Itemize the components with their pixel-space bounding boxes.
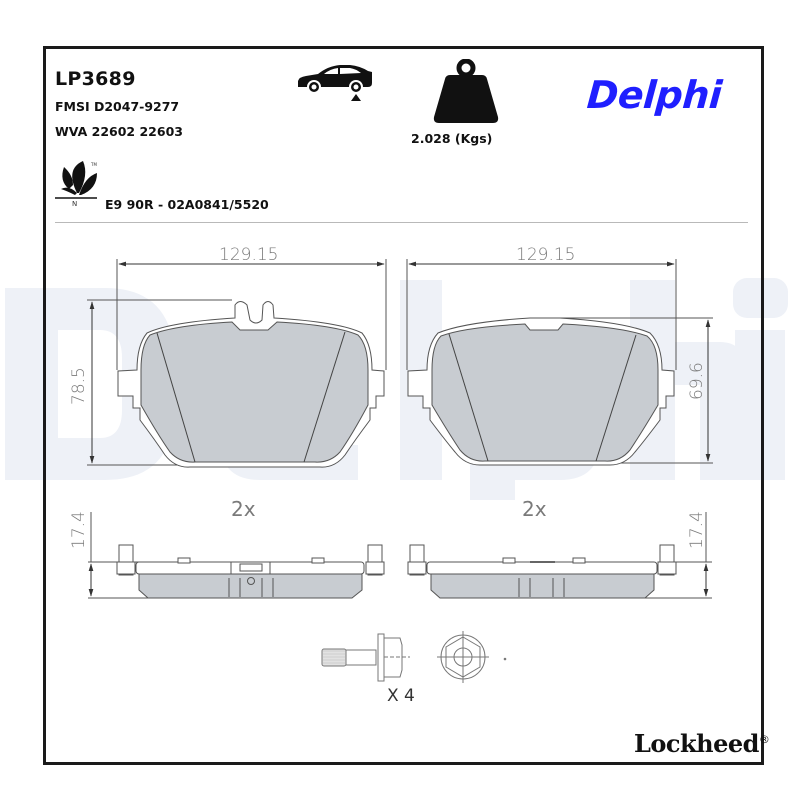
spec-sheet-frame: LP3689 FMSI D2047-9277 WVA 22602 22603 2… — [43, 46, 770, 765]
fmsi-reference: FMSI D2047-9277 — [55, 99, 180, 114]
weight-value: 2.028 (Kgs) — [411, 131, 493, 146]
lockheed-text: Lockheed — [634, 729, 759, 758]
right-width-dim: 129.15 — [516, 245, 575, 265]
bolt-side-view — [321, 633, 410, 682]
left-pad-quantity: 2x — [231, 497, 256, 521]
weight-icon — [433, 59, 499, 123]
right-pad-side-view — [407, 512, 712, 599]
car-rear-axle-icon — [298, 65, 372, 101]
header-separator — [55, 222, 748, 223]
part-number: LP3689 — [55, 68, 136, 90]
right-thickness-dim: 17.4 — [687, 511, 707, 549]
right-pad-front-view — [406, 259, 713, 466]
eco-letter: N — [72, 200, 77, 207]
trademark-symbol: ® — [758, 733, 770, 746]
bolt-quantity: X 4 — [387, 686, 415, 706]
wva-reference: WVA 22602 22603 — [55, 124, 183, 139]
left-thickness-dim: 17.4 — [69, 511, 89, 549]
left-pad-front-view — [87, 259, 387, 468]
left-width-dim: 129.15 — [219, 245, 278, 265]
bolt-head-view — [437, 631, 507, 683]
lockheed-logo: Lockheed® — [634, 729, 770, 758]
right-pad-quantity: 2x — [522, 497, 547, 521]
left-pad-side-view — [88, 512, 385, 599]
left-height-dim: 78.5 — [69, 367, 89, 405]
right-height-dim: 69.6 — [687, 362, 707, 400]
leaf-eco-icon: TM N — [55, 161, 97, 207]
ece-approval: E9 90R - 02A0841/5520 — [105, 197, 269, 212]
svg-text:TM: TM — [90, 162, 97, 167]
